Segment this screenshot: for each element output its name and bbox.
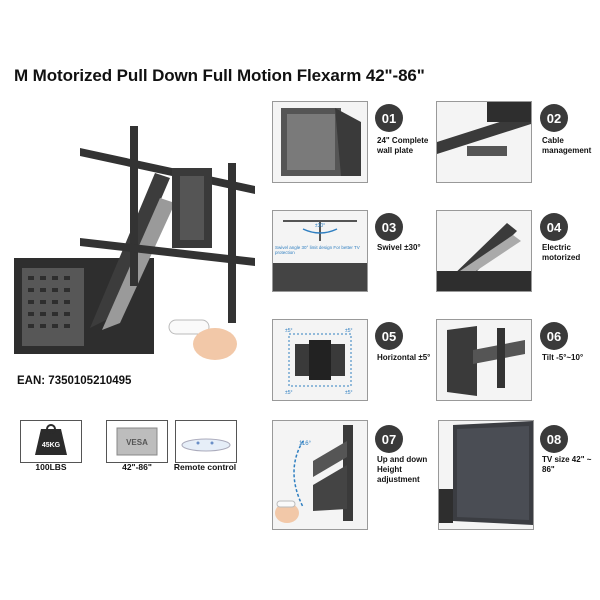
hand-remote-image xyxy=(168,319,237,360)
spec-vesa-label: 42"-86" xyxy=(122,462,152,472)
vesa-text: VESA xyxy=(126,438,148,447)
feature-04-label: Electric motorized xyxy=(542,243,581,262)
feature-05-angle-tr: ±5° xyxy=(345,328,353,334)
feature-03-label: Swivel ±30° xyxy=(377,243,421,252)
feature-01-image xyxy=(272,101,368,183)
remote-icon xyxy=(181,438,231,452)
feature-06-image xyxy=(436,319,532,401)
feature-03-image: ±30° Swivel angle 30° limit design For b… xyxy=(272,210,368,292)
feature-02-label: Cable management xyxy=(542,136,592,155)
spec-remote-label: Remote control xyxy=(173,462,237,472)
feature-07-angle: 116° xyxy=(299,441,312,447)
feature-05-angle-tl: ±5° xyxy=(285,328,293,334)
feature-05-angle-br: ±5° xyxy=(345,390,353,396)
vesa-icon: VESA xyxy=(116,427,158,456)
feature-04-image xyxy=(436,210,532,292)
spec-weight-label: 100LBS xyxy=(35,462,67,472)
feature-05-label: Horizontal ±5° xyxy=(377,353,431,362)
page-title: M Motorized Pull Down Full Motion Flexar… xyxy=(14,66,425,85)
spec-weight: 45KG xyxy=(20,420,82,463)
feature-04-badge: 04 xyxy=(540,213,568,241)
feature-05-image: ±5° ±5° ±5° ±5° xyxy=(272,319,368,401)
feature-05-angle-bl: ±5° xyxy=(285,390,293,396)
weight-text: 45KG xyxy=(42,442,61,449)
feature-03-note: Swivel angle 30° limit design For better… xyxy=(275,245,360,255)
feature-06-badge: 06 xyxy=(540,322,568,350)
feature-03-badge: 03 xyxy=(375,213,403,241)
feature-05-badge: 05 xyxy=(375,322,403,350)
feature-07-label: Up and down Height adjustment xyxy=(377,455,428,484)
feature-01-badge: 01 xyxy=(375,104,403,132)
feature-03-angle: ±30° xyxy=(315,223,325,229)
feature-07-badge: 07 xyxy=(375,425,403,453)
feature-08-image xyxy=(438,420,534,530)
feature-06-label: Tilt -5°~10° xyxy=(542,353,584,362)
feature-08-badge: 08 xyxy=(540,425,568,453)
spec-remote xyxy=(175,420,237,463)
feature-07-image: 116° xyxy=(272,420,368,530)
weight-icon: 45KG xyxy=(35,424,67,455)
spec-vesa: VESA xyxy=(106,420,168,463)
feature-02-badge: 02 xyxy=(540,104,568,132)
feature-08-label: TV size 42" ~ 86" xyxy=(542,455,592,474)
ean-code: EAN: 7350105210495 xyxy=(17,375,132,387)
feature-02-image xyxy=(436,101,532,183)
feature-01-label: 24" Complete wall plate xyxy=(377,136,429,155)
product-hero-image xyxy=(10,118,255,368)
